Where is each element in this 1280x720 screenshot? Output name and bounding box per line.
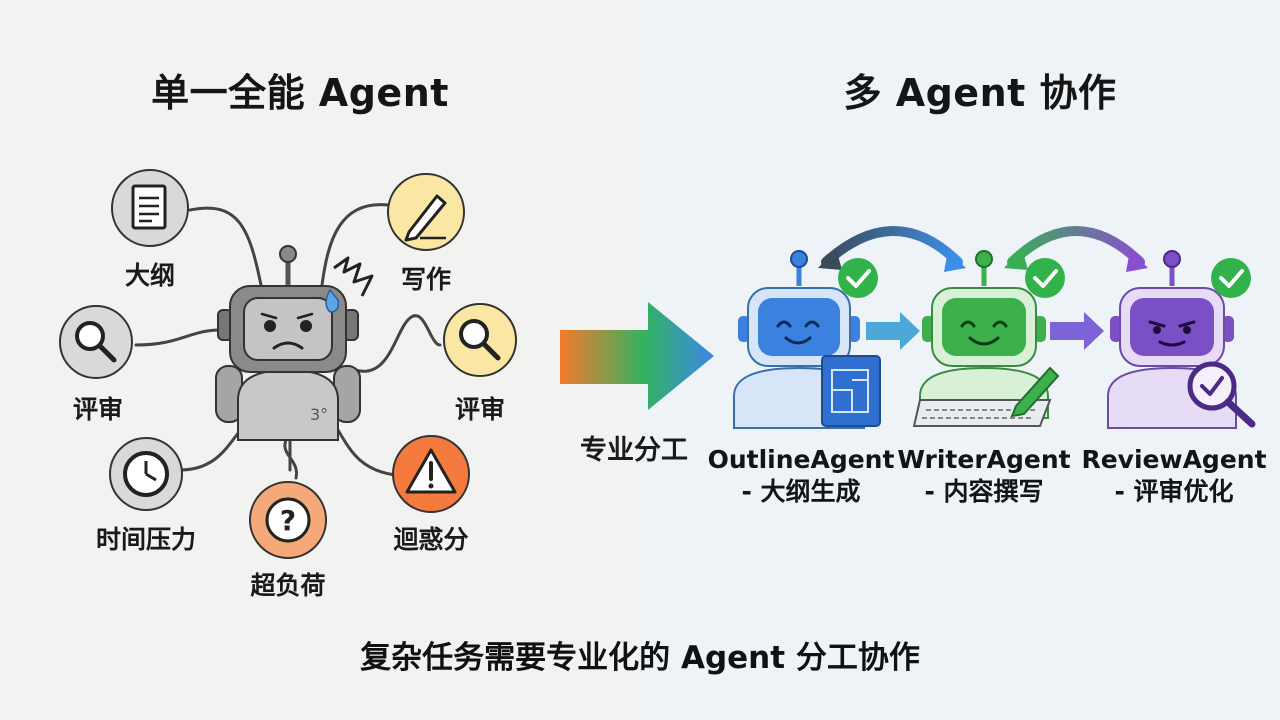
svg-text:?: ?	[280, 504, 296, 537]
writer-agent-robot	[912, 250, 1065, 427]
right-title: 多 Agent 协作	[843, 71, 1117, 115]
writer-agent-label: WriterAgent - 内容撰写	[897, 444, 1070, 508]
review-agent-name: ReviewAgent	[1081, 445, 1267, 474]
task-label-overload: 超负荷	[250, 571, 326, 600]
task-warning-icon	[392, 435, 470, 513]
task-label-time-pressure: 时间压力	[95, 525, 197, 554]
review-agent-role: - 评审优化	[1114, 477, 1234, 506]
task-document-icon	[111, 169, 189, 247]
bottom-caption: 复杂任务需要专业化的 Agent 分工协作	[360, 640, 920, 676]
specialization-arrow	[560, 302, 714, 410]
task-magnifier-icon-right	[443, 303, 517, 377]
task-label-outline: 大纲	[124, 261, 176, 290]
task-label-review-right: 评审	[454, 395, 506, 424]
specialization-label: 专业分工	[580, 435, 688, 466]
writer-agent-role: - 内容撰写	[924, 477, 1044, 506]
outline-agent-label: OutlineAgent - 大纲生成	[708, 444, 895, 508]
task-label-confusion: 迴惑分	[393, 525, 469, 554]
outline-agent-role: - 大纲生成	[741, 477, 861, 506]
task-label-writing: 写作	[400, 265, 452, 294]
outline-agent-robot	[733, 250, 881, 429]
connector-wires	[134, 203, 442, 480]
outline-agent-name: OutlineAgent	[707, 445, 895, 474]
task-label-review-left: 评审	[72, 395, 124, 424]
svg-text:3°: 3°	[310, 405, 328, 424]
task-clock-icon	[109, 437, 183, 511]
left-title: 单一全能 Agent	[151, 71, 449, 115]
review-agent-label: ReviewAgent - 评审优化	[1081, 444, 1266, 508]
task-magnifier-icon-left	[59, 305, 133, 379]
writer-agent-name: WriterAgent	[897, 445, 1071, 474]
feedback-arrows	[818, 226, 1148, 272]
task-pencil-icon	[387, 173, 465, 251]
pipeline-arrows	[866, 312, 1104, 350]
stressed-robot: 3°	[215, 245, 374, 441]
task-question-icon: ?	[249, 481, 327, 559]
review-agent-robot	[1107, 250, 1256, 429]
